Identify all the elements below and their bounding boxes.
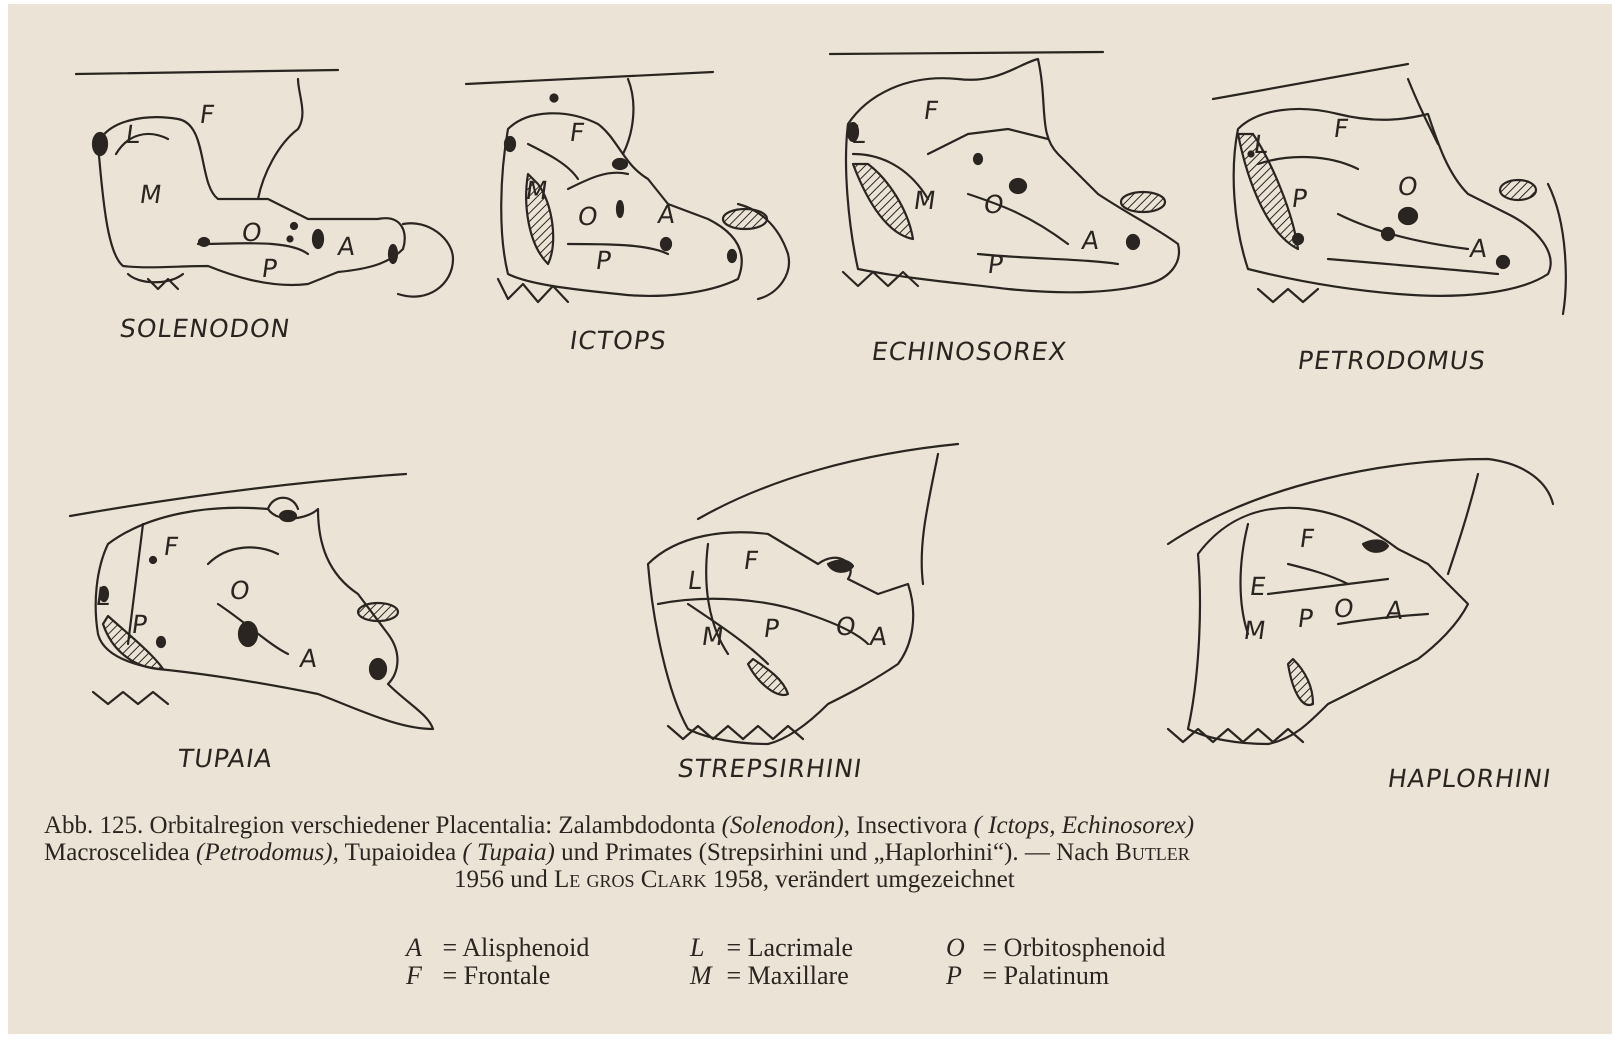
bone-label: M [700, 622, 727, 651]
legend-entry: A = Alisphenoid [406, 934, 589, 962]
panel-label-ictops: ICTOPS [568, 326, 669, 355]
panel-label-haplorhini: HAPLORHINI [1386, 764, 1553, 793]
legend-entry: P = Palatinum [946, 962, 1165, 990]
bone-label: O [982, 190, 1007, 219]
legend-entry: M = Maxillare [690, 962, 853, 990]
skull-drawing-ictops [466, 72, 789, 302]
skull-drawing-haplorhini [1168, 459, 1553, 744]
skull-drawing-petrodomus [1213, 64, 1566, 314]
bone-label: O [1396, 172, 1421, 201]
panel-label-echinosorex: ECHINOSOREX [870, 337, 1069, 366]
legend-column-3: O = Orbitosphenoid P = Palatinum [946, 934, 1165, 990]
bone-label: O [228, 576, 253, 605]
legend-entry: F = Frontale [406, 962, 589, 990]
book-page: SOLENODON ICTOPS ECHINOSOREX PETRODOMUS … [8, 4, 1612, 1034]
skull-drawing-tupaia [70, 474, 433, 729]
legend-entry: L = Lacrimale [690, 934, 853, 962]
bone-label: M [912, 186, 939, 215]
panel-label-tupaia: TUPAIA [176, 744, 275, 773]
panel-label-petrodomus: PETRODOMUS [1296, 346, 1488, 375]
caption-line-2: Macroscelidea (Petrodomus), Tupaioidea (… [44, 839, 1604, 866]
panel-label-strepsirhini: STREPSIRHINI [676, 754, 864, 783]
bone-label: O [1332, 594, 1357, 623]
figure-caption: Abb. 125. Orbitalregion verschiedener Pl… [44, 812, 1604, 893]
bone-label: M [524, 176, 551, 205]
legend-entry: O = Orbitosphenoid [946, 934, 1165, 962]
legend-column-2: L = Lacrimale M = Maxillare [690, 934, 853, 990]
caption-line-3: 1956 und Le gros Clark 1958, verändert u… [44, 866, 1604, 893]
panel-label-solenodon: SOLENODON [118, 314, 292, 343]
bone-label: M [1242, 616, 1269, 645]
legend-column-1: A = Alisphenoid F = Frontale [406, 934, 589, 990]
caption-line-1: Abb. 125. Orbitalregion verschiedener Pl… [44, 812, 1604, 839]
bone-label: O [834, 612, 859, 641]
bone-label: O [240, 218, 265, 247]
bone-label: O [576, 202, 601, 231]
bone-label: M [138, 180, 165, 209]
